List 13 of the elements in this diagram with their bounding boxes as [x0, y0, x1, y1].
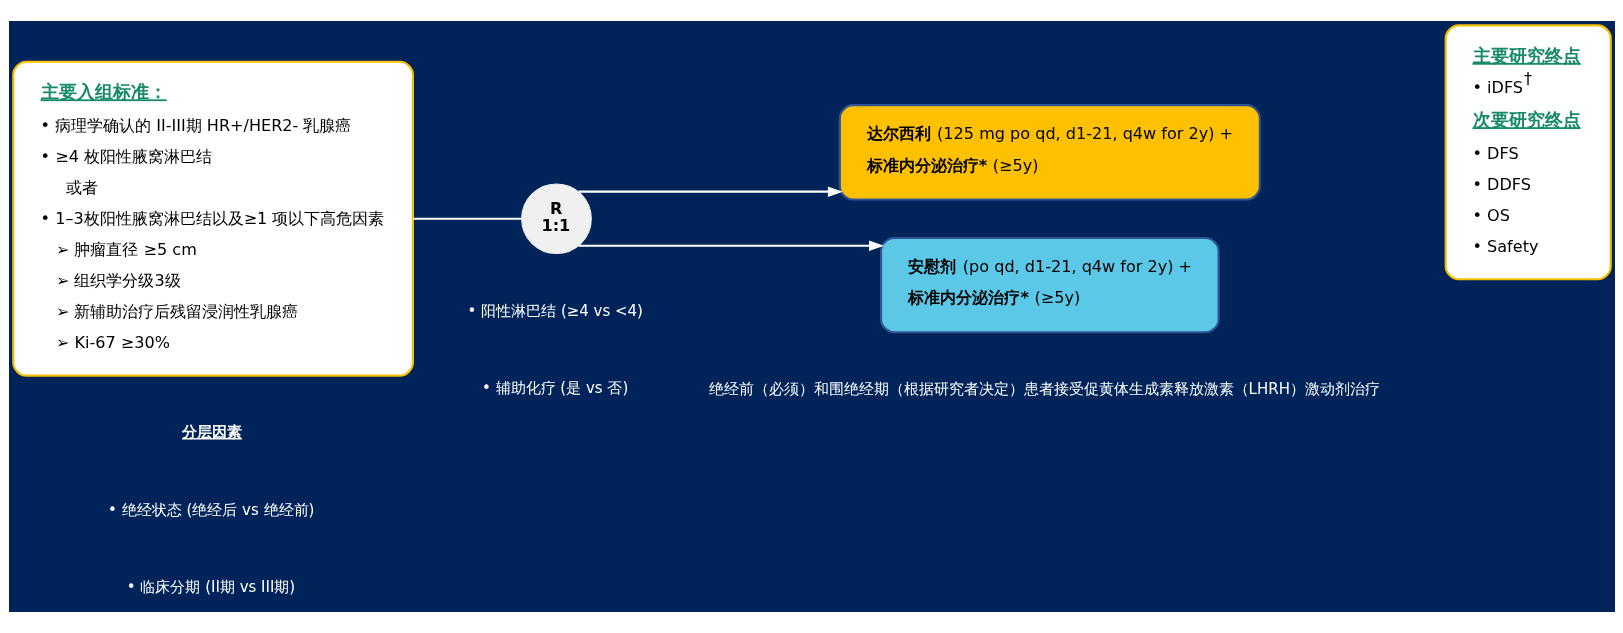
label: • 绝经状态 (绝经后 vs 绝经前) — [107, 501, 314, 520]
label: 分层因素 — [181, 422, 242, 441]
label: • 阳性淋巴结 (≥4 vs <4) — [467, 301, 643, 320]
arrow — [578, 186, 843, 197]
connector — [412, 217, 521, 220]
node-circle: R 1:1 — [520, 183, 592, 255]
label: 绝经前（必须）和围绝经期（根据研究者决定）患者接受促黄体生成素释放激素（LHRH）激动剂治疗 — [708, 380, 1380, 399]
node-box: 安慰剂 (po qd, d1-21, q4w for 2y) + 标准内分泌治疗* (≥5y) — [879, 236, 1220, 334]
label: • 辅助化疗 (是 vs 否) — [481, 379, 628, 398]
node-box: 达尔西利 (125 mg po qd, d1-21, q4w for 2y) + 标准内分泌治疗* (≥5y) — [838, 104, 1261, 201]
label: • 临床分期 (II期 vs III期) — [126, 578, 295, 597]
node-box: 主要入组标准： • 病理学确认的 II-III期 HR+/HER2- 乳腺癌 • ≥4 枚阳性腋窝淋巴结 或者 • 1–3枚阳性腋窝淋巴结以及≥1 项以下高危因素 ➢ 肿瘤直径 ≥5 cm ➢ 组织学分级3级 ➢ 新辅助治疗后残留浸润性乳腺癌 ➢ Ki-67 ≥30% — [11, 60, 414, 377]
arrow — [578, 240, 884, 252]
